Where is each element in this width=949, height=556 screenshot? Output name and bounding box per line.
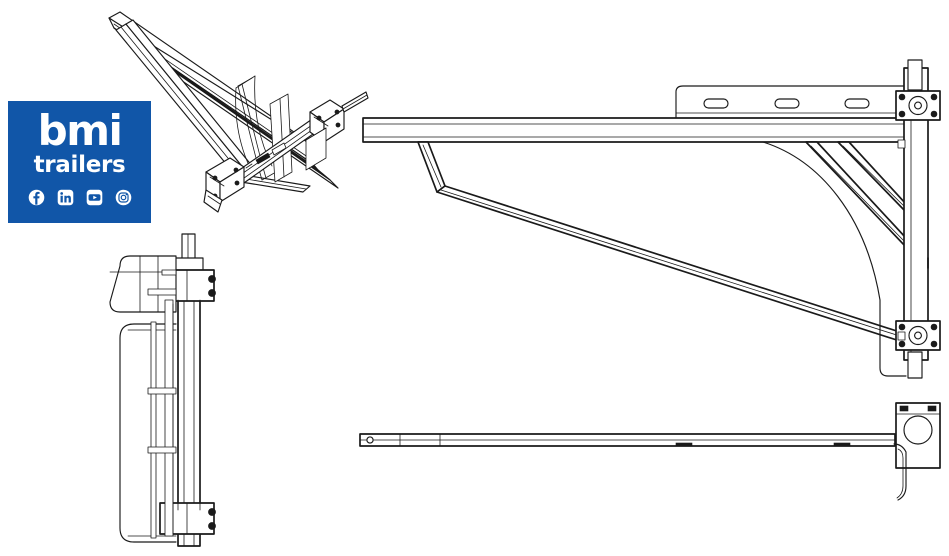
bracket-bolt	[930, 93, 938, 101]
fe-beam-end	[109, 255, 177, 313]
social-links	[28, 189, 132, 206]
upper-brace	[805, 141, 907, 248]
mount-plate-slot	[774, 98, 800, 109]
bracket-bolt	[898, 323, 906, 331]
bracket-bolt	[930, 340, 938, 348]
iso-tab-plate	[305, 127, 327, 171]
bracket-bolt	[930, 323, 938, 331]
linkedin-icon[interactable]	[57, 189, 74, 206]
plan-curved-tail	[893, 443, 907, 501]
bracket-bolt	[927, 405, 937, 412]
brand-logo-badge: bmi trailers	[8, 101, 151, 223]
bracket-bolt	[898, 110, 906, 118]
bracket-bolt	[930, 110, 938, 118]
bracket-bolt	[899, 405, 909, 412]
front-elevation-view	[109, 233, 216, 547]
brand-name: bmi	[37, 106, 123, 155]
iso-post-fittings	[245, 142, 287, 169]
isometric-view	[108, 11, 369, 213]
fe-stiffener	[177, 299, 201, 511]
iso-stub-shaft	[341, 91, 369, 113]
plan-view	[359, 402, 941, 501]
youtube-icon[interactable]	[86, 189, 103, 206]
iso-bottom-stub	[203, 189, 223, 213]
iso-gusset-plate	[237, 77, 277, 181]
instagram-icon[interactable]	[115, 189, 132, 206]
fe-cross-tabs	[147, 269, 177, 454]
top-beam	[362, 117, 913, 143]
mount-plate-slot	[703, 98, 729, 109]
bracket-bolt	[208, 508, 216, 516]
brace-connectors	[897, 139, 906, 341]
brand-tagline: trailers	[33, 152, 126, 178]
bracket-bolt	[898, 340, 906, 348]
bracket-bolt	[208, 289, 216, 297]
bracket-bolt	[208, 275, 216, 283]
bracket-bolt	[208, 522, 216, 530]
upper-flange-bracket	[895, 90, 941, 121]
fe-internal-webs	[150, 299, 174, 539]
lower-flange-bracket	[895, 320, 941, 351]
diagonal-brace	[417, 141, 907, 344]
iso-lower-bracket	[205, 157, 245, 203]
bracket-bolt	[898, 93, 906, 101]
gusset-plate	[762, 141, 907, 377]
side-elevation-view	[362, 59, 941, 379]
plan-bar	[359, 433, 896, 447]
facebook-icon[interactable]	[28, 189, 45, 206]
mount-plate	[675, 85, 913, 121]
mount-plate-slot	[844, 98, 870, 109]
